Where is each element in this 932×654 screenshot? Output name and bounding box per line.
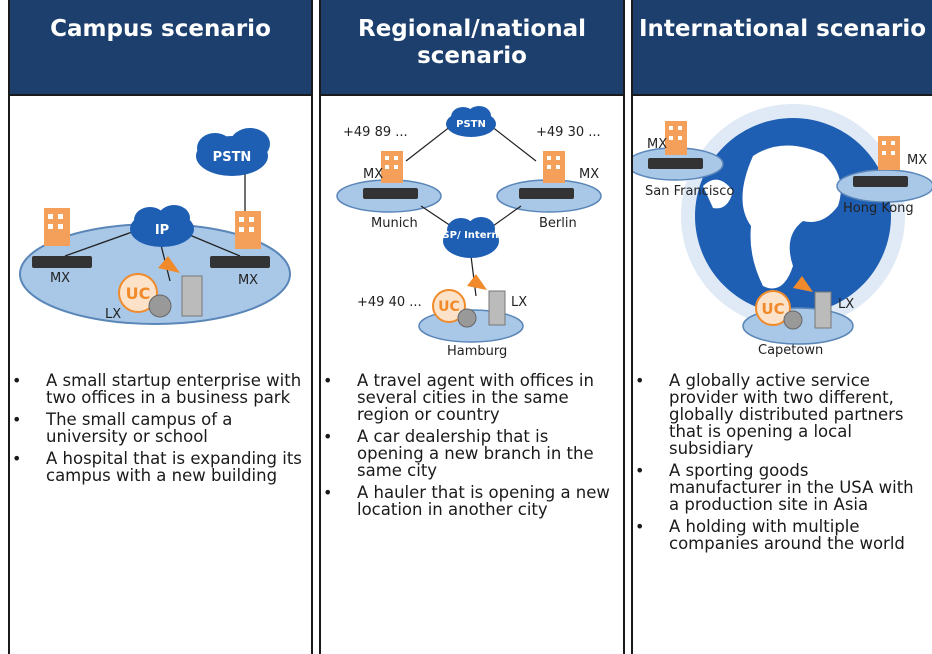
building-icon [381,151,403,183]
list-item: A small startup enterprise with two offi… [10,372,311,406]
lx-label: LX [838,297,854,312]
campus-column: Campus scenario PSTN IP [8,0,313,654]
building-icon [235,211,261,249]
ip-cloud-icon: IP [130,205,194,247]
regional-bullet-list: A travel agent with offices in several c… [321,372,623,523]
building-icon [878,136,900,170]
campus-title: Campus scenario [10,0,311,96]
pstn-cloud-label: PSTN [456,119,486,130]
mx-label: MX [363,167,383,182]
mx-label: MX [579,167,599,182]
mx-device-icon [363,188,418,199]
campus-bullet-list: A small startup enterprise with two offi… [10,372,311,489]
campus-diagram: PSTN IP MX MX [10,96,311,366]
mx-device-icon [210,256,270,268]
international-bullet-list: A globally active service provider with … [633,372,932,557]
regional-column: Regional/national scenario PSTN IT [319,0,625,654]
building-icon [543,151,565,183]
city-label: Hong Kong [843,201,914,216]
list-item: The small campus of a university or scho… [10,411,311,445]
city-label: Capetown [758,343,823,358]
svg-text:UC: UC [126,284,151,303]
lx-label: LX [105,307,121,322]
berlin-phone-prefix: +49 30 ... [536,125,601,140]
regional-title: Regional/national scenario [321,0,623,96]
mx-label: MX [50,271,70,286]
mx-label: MX [907,153,927,168]
mx-device-icon [648,158,703,169]
list-item: A travel agent with offices in several c… [321,372,623,423]
ip-cloud-label: IP [155,223,169,238]
list-item: A car dealership that is opening a new b… [321,428,623,479]
pstn-cloud-icon: PSTN [446,106,496,137]
svg-text:UC: UC [761,300,784,318]
mx-device-icon [519,188,574,199]
globe-icon [681,104,905,328]
munich-phone-prefix: +49 89 ... [343,125,408,140]
list-item: A hospital that is expanding its campus … [10,450,311,484]
lx-label: LX [511,295,527,310]
city-label: Hamburg [447,344,507,359]
itsp-cloud-label: ITSP/ Internet [432,230,510,241]
list-item: A hauler that is opening a new location … [321,484,623,518]
building-icon [665,121,687,155]
international-column: International scenario [631,0,932,654]
pstn-cloud-label: PSTN [213,150,252,165]
international-diagram: MX MX San Francisco Hong Kong UC LX Cape… [633,96,932,366]
building-icon [44,208,70,246]
itsp-cloud-icon: ITSP/ Internet [432,217,510,258]
hamburg-phone-prefix: +49 40 ... [357,295,422,310]
mx-label: MX [647,137,667,152]
pstn-cloud-icon: PSTN [196,128,270,176]
svg-text:UC: UC [438,299,460,315]
list-item: A globally active service provider with … [633,372,932,457]
city-label: Munich [371,216,418,231]
uc-server-icon: UC [118,256,203,318]
mx-device-icon [32,256,92,268]
list-item: A sporting goods manufacturer in the USA… [633,462,932,513]
city-label: San Francisco [645,184,734,199]
mx-label: MX [238,273,258,288]
international-title: International scenario [633,0,932,96]
list-item: A holding with multiple companies around… [633,518,932,552]
city-label: Berlin [539,216,577,231]
regional-diagram: PSTN ITSP/ Internet +49 89 ... +49 30 ..… [321,96,623,366]
mx-device-icon [853,176,908,187]
uc-server-icon: UC [432,274,506,328]
uc-server-icon: UC [755,276,832,330]
